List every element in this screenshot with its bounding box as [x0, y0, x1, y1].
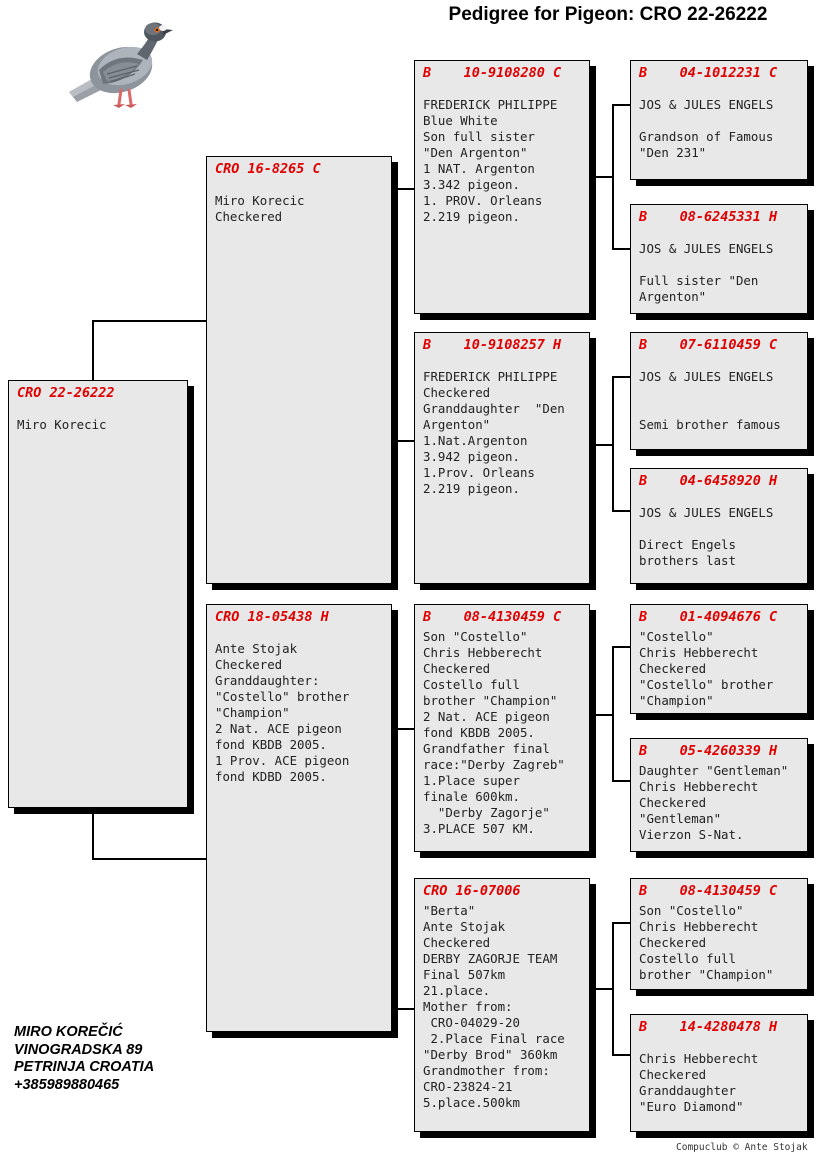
- connector: [596, 176, 614, 178]
- pigeon-details: JOS & JULES ENGELS Semi brother famous: [639, 369, 781, 432]
- pedigree-box-gen3-1[interactable]: B 04-1012231 C JOS & JULES ENGELS Grands…: [630, 60, 808, 180]
- ring-number: CRO 16-07006: [423, 883, 521, 899]
- ring-number: B 14-4280478 H: [639, 1019, 778, 1035]
- ring-number: B 01-4094676 C: [639, 609, 778, 625]
- ring-number: CRO 22-26222: [17, 385, 115, 401]
- pigeon-details: FREDERICK PHILIPPE Checkered Granddaught…: [423, 369, 565, 496]
- pigeon-details: Daughter "Gentleman" Chris Hebberecht Ch…: [639, 763, 789, 842]
- pedigree-box-dam[interactable]: CRO 18-05438 H Ante Stojak Checkered Gra…: [206, 604, 392, 1032]
- connector: [612, 510, 632, 512]
- ring-number: B 10-9108280 C: [423, 65, 562, 81]
- connector: [612, 646, 632, 648]
- pigeon-details: Chris Hebberecht Checkered Granddaughter…: [639, 1051, 759, 1114]
- pedigree-box-gen2-1[interactable]: B 10-9108280 C FREDERICK PHILIPPE Blue W…: [414, 60, 590, 314]
- pedigree-box-sire[interactable]: CRO 16-8265 C Miro Korecic Checkered: [206, 156, 392, 584]
- pedigree-box-gen2-2[interactable]: B 10-9108257 H FREDERICK PHILIPPE Checke…: [414, 332, 590, 584]
- pigeon-details: Miro Korecic Checkered: [215, 193, 305, 224]
- connector: [596, 988, 614, 990]
- ring-number: B 08-4130459 C: [639, 883, 778, 899]
- owner-address: MIRO KOREČIĆ VINOGRADSKA 89 PETRINJA CRO…: [14, 1024, 155, 1093]
- connector: [612, 780, 632, 782]
- connector: [92, 858, 206, 860]
- ring-number: B 10-9108257 H: [423, 337, 562, 353]
- pigeon-details: Ante Stojak Checkered Granddaughter: "Co…: [215, 641, 350, 784]
- pigeon-details: JOS & JULES ENGELS Full sister "Den Arge…: [639, 241, 774, 304]
- pedigree-box-gen3-3[interactable]: B 07-6110459 C JOS & JULES ENGELS Semi b…: [630, 332, 808, 450]
- pedigree-box-gen2-3[interactable]: B 08-4130459 C Son "Costello" Chris Hebb…: [414, 604, 590, 852]
- connector: [612, 922, 632, 924]
- ring-number: B 04-1012231 C: [639, 65, 778, 81]
- ring-number: B 07-6110459 C: [639, 337, 778, 353]
- ring-number: B 08-4130459 C: [423, 609, 562, 625]
- connector: [596, 714, 614, 716]
- pigeon-details: Son "Costello" Chris Hebberecht Checkere…: [423, 629, 565, 836]
- software-credit: Compuclub © Ante Stojak: [676, 1142, 808, 1153]
- connector: [612, 1054, 632, 1056]
- pedigree-box-gen3-4[interactable]: B 04-6458920 H JOS & JULES ENGELS Direct…: [630, 468, 808, 584]
- pigeon-details: Miro Korecic: [17, 417, 107, 432]
- pigeon-details: JOS & JULES ENGELS Grandson of Famous "D…: [639, 97, 774, 160]
- connector: [596, 444, 614, 446]
- connector: [612, 376, 632, 378]
- ring-number: CRO 16-8265 C: [215, 161, 321, 177]
- ring-number: CRO 18-05438 H: [215, 609, 329, 625]
- page-title: Pedigree for Pigeon: CRO 22-26222: [448, 4, 768, 25]
- pigeon-details: Son "Costello" Chris Hebberecht Checkere…: [639, 903, 774, 982]
- pedigree-box-gen2-4[interactable]: CRO 16-07006 "Berta" Ante Stojak Checker…: [414, 878, 590, 1132]
- connector: [92, 320, 206, 322]
- pigeon-details: FREDERICK PHILIPPE Blue White Son full s…: [423, 97, 558, 224]
- pedigree-box-gen3-8[interactable]: B 14-4280478 H Chris Hebberecht Checkere…: [630, 1014, 808, 1132]
- connector: [612, 104, 632, 106]
- pigeon-photo: [69, 22, 173, 108]
- ring-number: B 04-6458920 H: [639, 473, 778, 489]
- pedigree-box-subject[interactable]: CRO 22-26222 Miro Korecic: [8, 380, 188, 808]
- pedigree-box-gen3-7[interactable]: B 08-4130459 C Son "Costello" Chris Hebb…: [630, 878, 808, 990]
- ring-number: B 05-4260339 H: [639, 743, 778, 759]
- ring-number: B 08-6245331 H: [639, 209, 778, 225]
- pigeon-details: "Berta" Ante Stojak Checkered DERBY ZAGO…: [423, 903, 565, 1110]
- pedigree-box-gen3-5[interactable]: B 01-4094676 C "Costello" Chris Hebberec…: [630, 604, 808, 714]
- pedigree-box-gen3-2[interactable]: B 08-6245331 H JOS & JULES ENGELS Full s…: [630, 204, 808, 314]
- pigeon-details: JOS & JULES ENGELS Direct Engels brother…: [639, 505, 774, 568]
- pigeon-details: "Costello" Chris Hebberecht Checkered "C…: [639, 629, 774, 708]
- connector: [612, 248, 632, 250]
- pedigree-box-gen3-6[interactable]: B 05-4260339 H Daughter "Gentleman" Chri…: [630, 738, 808, 852]
